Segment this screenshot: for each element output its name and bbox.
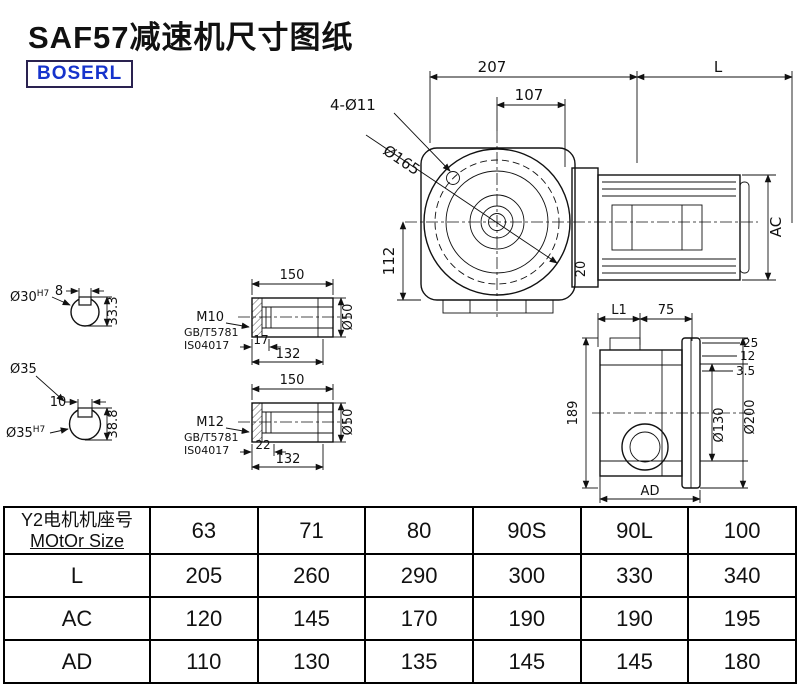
bushing2-length-label: 150 — [280, 373, 305, 388]
dim-L1-label: L1 — [611, 303, 627, 318]
table-row-AC: AC 120 145 170 190 190 195 — [3, 596, 797, 641]
table-row-AD: AD 110 130 135 145 145 180 — [3, 639, 797, 684]
key1-depth-label: 33.3 — [106, 297, 121, 326]
table-cell: 340 — [687, 553, 797, 598]
table-row-motor-size: Y2电机机座号 MOtOr Size 63 71 80 90S 90L 100 — [3, 506, 797, 555]
bushing2-std1-label: GB/T5781 — [184, 431, 239, 444]
dia-130-label: Ø130 — [712, 407, 727, 442]
output-hub — [621, 423, 669, 471]
technical-drawing: 207 L 107 4-Ø11 Ø165 112 AC 20 — [6, 58, 793, 503]
output-side-view: L1 75 25 12 3.5 189 Ø130 Ø200 — [566, 303, 758, 503]
table-cell: 80 — [364, 506, 474, 555]
table-cell: 90L — [579, 506, 690, 555]
dim-25-label: 25 — [743, 336, 758, 350]
bushing1-std1-label: GB/T5781 — [184, 326, 239, 339]
bushing1-thread-label: M10 — [196, 310, 224, 325]
table-cell: 145 — [471, 639, 582, 684]
bushing2-std2-label: IS04017 — [184, 444, 229, 457]
bushing1-dia-label: Ø50 — [341, 304, 356, 331]
table-cell: 260 — [256, 553, 367, 598]
dim-20-label: 20 — [574, 261, 589, 278]
dim-L-label: L — [714, 58, 723, 76]
dia35-label: Ø35 — [10, 362, 37, 377]
dim-12-label: 12 — [740, 349, 755, 363]
key2-width-label: 10 — [50, 395, 67, 410]
table-cell: 180 — [687, 639, 797, 684]
key1-width-label: 8 — [55, 284, 63, 299]
dim-AC-label: AC — [767, 217, 785, 237]
dim-3-5-label: 3.5 — [736, 364, 755, 378]
bushing2-dia-label: Ø50 — [341, 409, 356, 436]
gearbox-front-view — [405, 131, 758, 317]
dim-189-label: 189 — [566, 401, 581, 426]
shaft-section-1: 8 Ø30H7 33.3 Ø35 — [10, 284, 121, 402]
bushing2-dim-b-label: 132 — [276, 452, 301, 467]
table-cell: 120 — [149, 596, 259, 641]
dim-207-label: 207 — [478, 58, 507, 76]
table-cell: 135 — [364, 639, 474, 684]
table-cell: 90S — [471, 506, 582, 555]
flange-circle — [423, 148, 571, 296]
row-label: AD — [3, 639, 151, 684]
dimension-table: Y2电机机座号 MOtOr Size 63 71 80 90S 90L 100 … — [3, 506, 797, 684]
page-title: SAF57减速机尺寸图纸 — [28, 20, 354, 55]
bushing1-dim-b-label: 132 — [276, 347, 301, 362]
bushing-2-drawing: 150 M12 GB/T5781 IS04017 22 132 Ø50 — [184, 373, 356, 471]
table-cell: 290 — [364, 553, 474, 598]
dim-107-label: 107 — [515, 86, 544, 104]
bushing1-std2-label: IS04017 — [184, 339, 229, 352]
table-cell: 195 — [687, 596, 797, 641]
bore1-label: Ø30H7 — [10, 289, 49, 305]
key2-depth-label: 38.8 — [106, 410, 121, 439]
motor-size-header-cn: Y2电机机座号 — [20, 509, 134, 530]
brand-logo: BOSERL — [26, 60, 134, 88]
motor-size-header: Y2电机机座号 MOtOr Size — [3, 506, 151, 555]
dia-200-label: Ø200 — [743, 399, 758, 434]
motor-side-view — [571, 167, 750, 288]
table-cell: 130 — [256, 639, 367, 684]
motor-size-header-en: MOtOr Size — [29, 530, 124, 551]
table-cell: 145 — [579, 639, 690, 684]
dim-112-label: 112 — [380, 247, 398, 276]
table-cell: 330 — [579, 553, 690, 598]
table-row-L: L 205 260 290 300 330 340 — [3, 553, 797, 598]
table-cell: 190 — [471, 596, 582, 641]
table-cell: 63 — [149, 506, 259, 555]
row-label: AC — [3, 596, 151, 641]
dim-75-label: 75 — [658, 303, 675, 318]
bolt-holes-label: 4-Ø11 — [330, 96, 376, 114]
keyway-2 — [77, 407, 93, 418]
bushing1-dim-a-label: 17 — [253, 333, 268, 347]
row-label: L — [3, 553, 151, 598]
shaft-section-2: 10 Ø35H7 38.8 — [6, 395, 121, 441]
bolt-hole — [446, 171, 460, 185]
table-cell: 145 — [256, 596, 367, 641]
bushing1-length-label: 150 — [280, 268, 305, 283]
table-cell: 205 — [149, 553, 259, 598]
table-cell: 190 — [579, 596, 690, 641]
table-cell: 110 — [149, 639, 259, 684]
bore2-label: Ø35H7 — [6, 425, 45, 441]
table-cell: 300 — [471, 553, 582, 598]
keyway-1 — [78, 296, 92, 306]
table-cell: 100 — [687, 506, 797, 555]
table-cell: 170 — [364, 596, 474, 641]
bushing2-thread-label: M12 — [196, 415, 224, 430]
bolt-circle — [434, 159, 560, 285]
bushing2-dim-a-label: 22 — [255, 438, 270, 452]
bushing-1-drawing: 150 M10 GB/T5781 IS04017 17 132 Ø50 — [184, 268, 356, 366]
table-cell: 71 — [256, 506, 367, 555]
flange-dia-label: Ø165 — [380, 141, 424, 179]
dim-AD-label: AD — [641, 484, 660, 499]
main-view-dimensions: 207 L 107 4-Ø11 Ø165 112 AC 20 — [330, 58, 793, 301]
